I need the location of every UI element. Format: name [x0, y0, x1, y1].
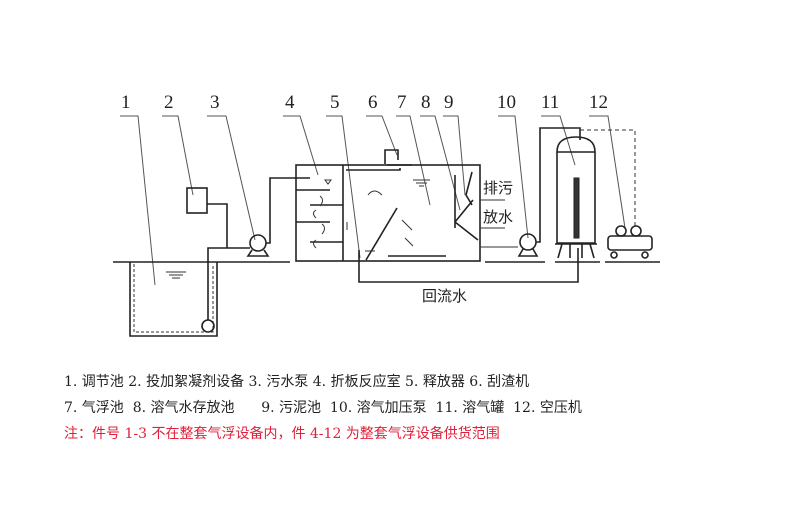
- num-6: 6: [368, 92, 378, 113]
- regulating-tank: [129, 247, 250, 337]
- dissolved-air-pump: [517, 127, 581, 257]
- num-11: 11: [541, 92, 559, 113]
- flotation-tank: [295, 149, 518, 262]
- leader-lines: [120, 115, 626, 286]
- dissolved-air-tank: [555, 136, 597, 259]
- label-sludge-out: 排污: [483, 179, 513, 197]
- num-3: 3: [210, 92, 220, 113]
- legend-line-2: 7. 气浮池 8. 溶气水存放池 9. 污泥池 10. 溶气加压泵 11. 溶气…: [64, 400, 582, 416]
- legend-line-1: 1. 调节池 2. 投加絮凝剂设备 3. 污水泵 4. 折板反应室 5. 释放器…: [64, 374, 530, 390]
- num-5: 5: [330, 92, 340, 113]
- sewage-pump: [246, 177, 310, 257]
- num-4: 4: [285, 92, 295, 113]
- label-return-water: 回流水: [422, 287, 467, 305]
- air-compressor: [580, 129, 653, 259]
- num-7: 7: [397, 92, 407, 113]
- legend-note: 注：件号 1-3 不在整套气浮设备内，件 4-12 为整套气浮设备供货范围: [64, 426, 500, 442]
- num-2: 2: [164, 92, 174, 113]
- item-numbers: 1 2 3 4 5 6 7 8 9 10 11 12: [121, 92, 608, 113]
- return-water-pipe: [358, 248, 579, 283]
- label-water-out: 放水: [483, 208, 513, 226]
- dosing-pipe: [207, 203, 228, 248]
- num-9: 9: [444, 92, 454, 113]
- num-10: 10: [497, 92, 516, 113]
- num-12: 12: [589, 92, 608, 113]
- num-1: 1: [121, 92, 131, 113]
- flocculant-dosing-box: [186, 187, 208, 214]
- num-8: 8: [421, 92, 431, 113]
